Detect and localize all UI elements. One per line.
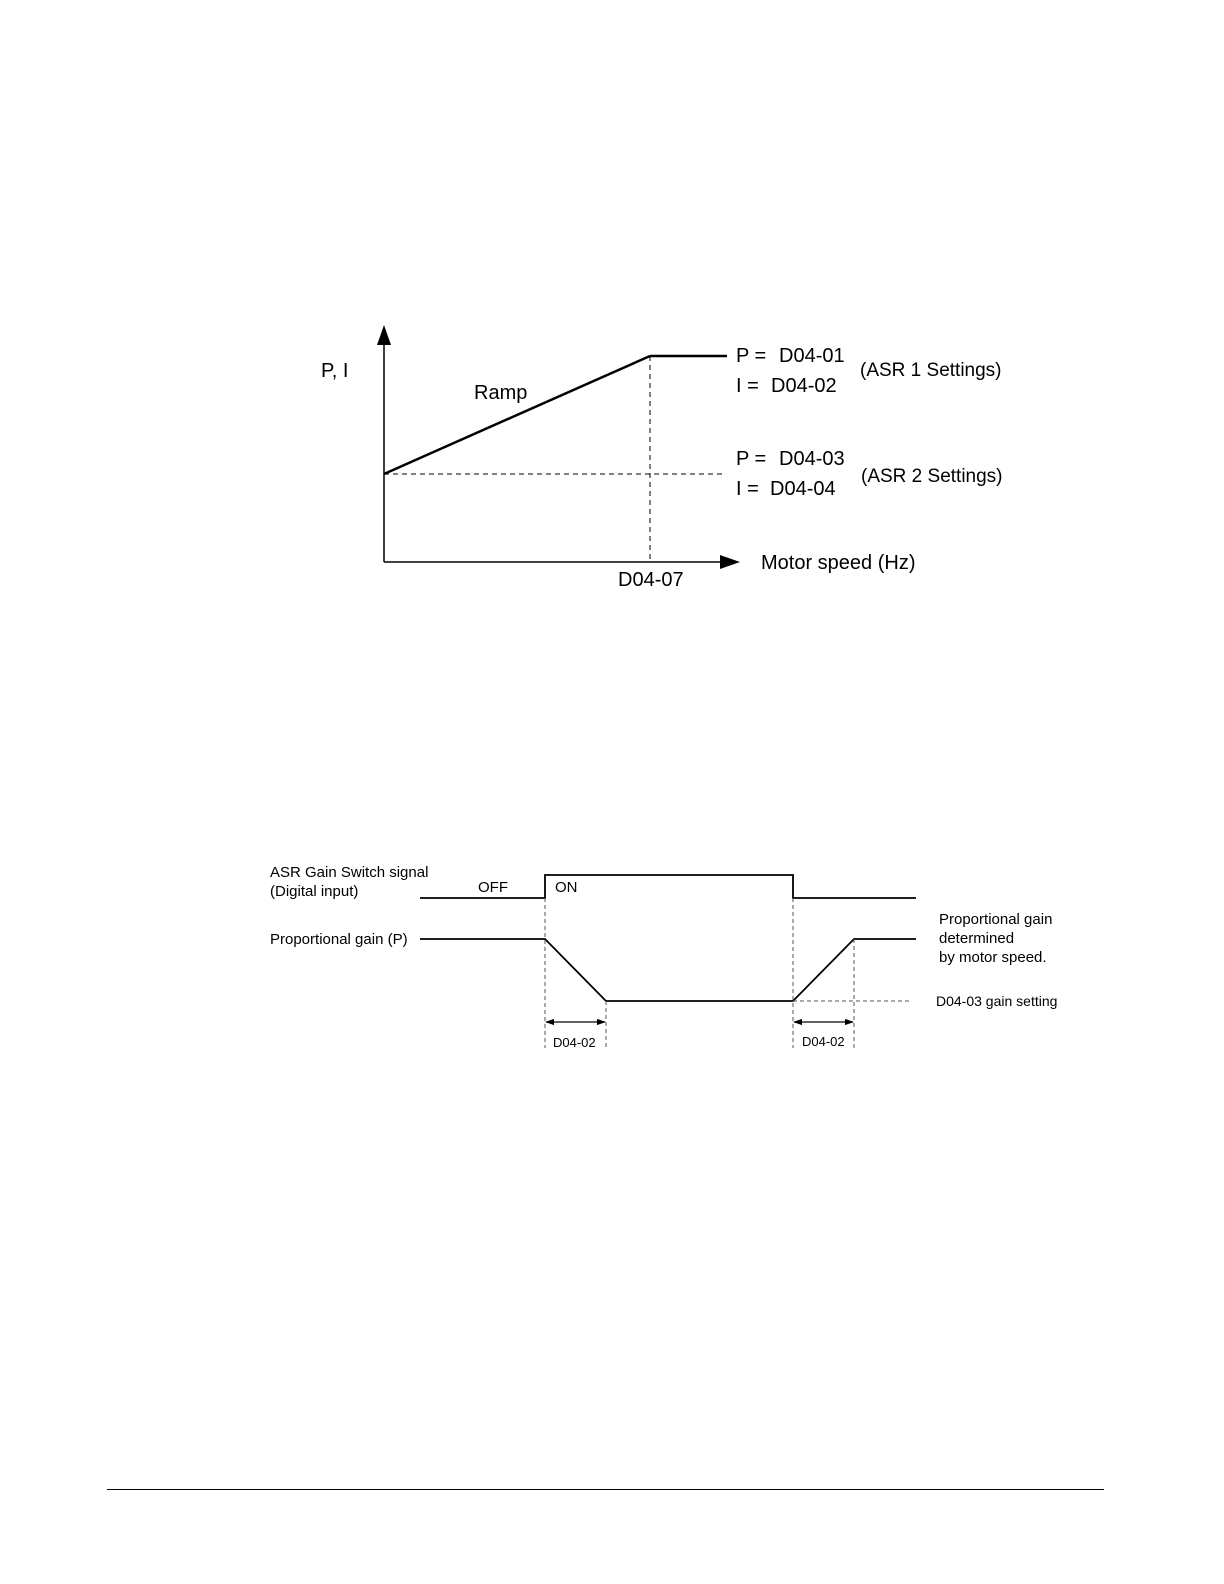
asr1-i-prefix: I = [736, 375, 759, 397]
asr2-p-prefix: P = [736, 448, 766, 470]
switch-signal-label-line1: ASR Gain Switch signal [270, 864, 428, 881]
off-state-label: OFF [478, 879, 508, 896]
gain-note-line1: Proportional gain [939, 911, 1052, 928]
ramp-line [384, 356, 650, 474]
asr1-group-label: (ASR 1 Settings) [860, 360, 1002, 381]
proportional-gain-waveform [420, 939, 916, 1001]
interval-label-left: D04-02 [553, 1035, 596, 1050]
x-axis-label: Motor speed (Hz) [761, 552, 916, 574]
switch-signal-label-line2: (Digital input) [270, 883, 358, 900]
asr2-group-label: (ASR 2 Settings) [861, 466, 1003, 487]
asr2-p-value: D04-03 [779, 448, 845, 470]
gain-note-line3: by motor speed. [939, 949, 1047, 966]
gain-switch-timing-diagram: ASR Gain Switch signal (Digital input) O… [270, 864, 1057, 1050]
ramp-label: Ramp [474, 382, 527, 404]
proportional-gain-label: Proportional gain (P) [270, 931, 408, 948]
interval-label-right: D04-02 [802, 1034, 845, 1049]
asr2-i-prefix: I = [736, 478, 759, 500]
asr1-p-prefix: P = [736, 345, 766, 367]
pi-vs-speed-diagram: P, I Ramp Motor speed (Hz) D04-07 P = D0… [321, 325, 1003, 591]
y-axis-arrowhead [377, 325, 391, 345]
asr2-i-value: D04-04 [770, 478, 836, 500]
speed-marker-label: D04-07 [618, 569, 684, 591]
gain-note-line2: determined [939, 930, 1014, 947]
footer-divider [107, 1489, 1104, 1490]
gain-setting-label: D04-03 gain setting [936, 993, 1057, 1009]
asr1-p-value: D04-01 [779, 345, 845, 367]
y-axis-label: P, I [321, 360, 348, 382]
on-state-label: ON [555, 879, 578, 896]
asr1-i-value: D04-02 [771, 375, 837, 397]
x-axis-arrowhead [720, 555, 740, 569]
